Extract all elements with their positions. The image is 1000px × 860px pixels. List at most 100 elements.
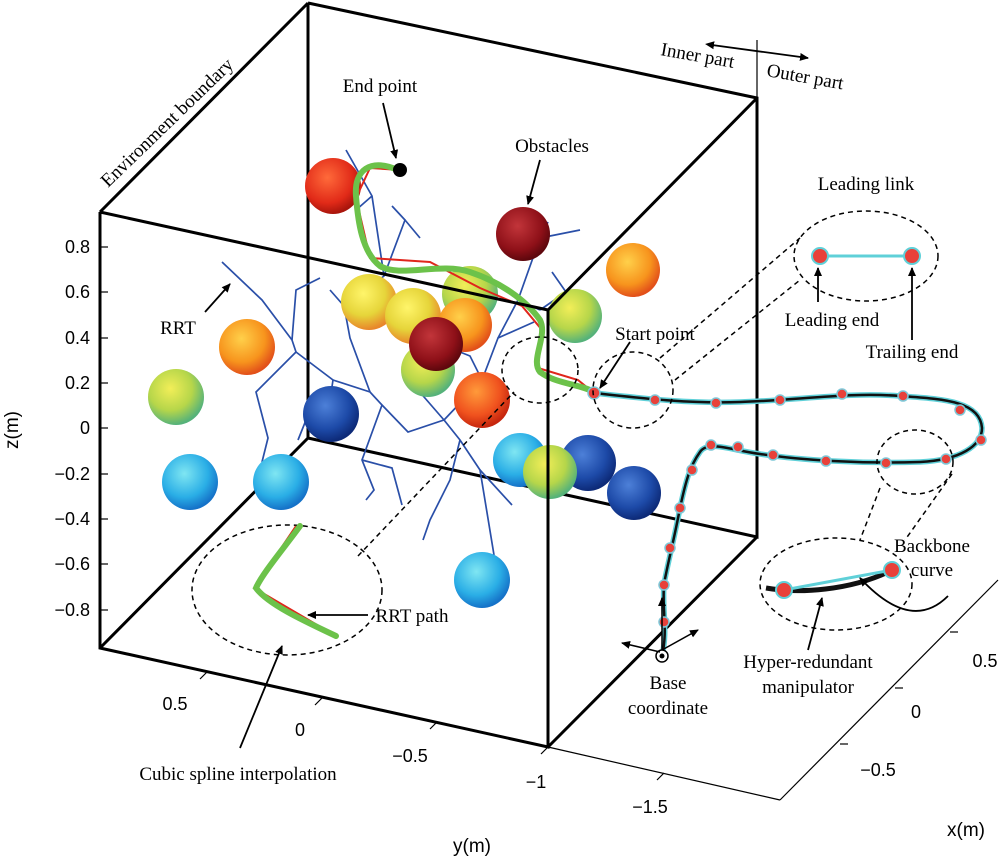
y-tick xyxy=(199,671,208,680)
x-tick-label: −0.5 xyxy=(860,760,896,780)
label-trailing-end: Trailing end xyxy=(866,342,959,363)
base-marker-dot xyxy=(659,653,665,659)
joint xyxy=(975,434,987,446)
inset-spline-path xyxy=(252,523,339,639)
label-obstacles: Obstacles xyxy=(515,136,589,157)
arrow-hyper-redundant xyxy=(807,597,824,651)
arrow-obstacles xyxy=(526,159,541,205)
joint xyxy=(820,455,832,467)
base-coordinate-arrows xyxy=(621,597,699,653)
environment-box-front xyxy=(98,96,759,749)
manipulator-body xyxy=(592,391,984,658)
joint xyxy=(674,502,686,514)
base-arrow-right xyxy=(661,629,699,651)
obstacle-sphere xyxy=(523,445,577,499)
box-edge-bottom-right xyxy=(546,535,759,749)
rrt-branch xyxy=(422,439,461,541)
y-axis xyxy=(199,671,665,781)
trailing-end-joint xyxy=(903,247,921,265)
manipulator-outline xyxy=(591,390,985,659)
obstacle-sphere xyxy=(454,372,510,428)
y-axis-label: y(m) xyxy=(453,836,491,857)
label-start-point: Start point xyxy=(615,324,695,345)
label-leading-link: Leading link xyxy=(818,174,915,195)
zoom-ellipses xyxy=(191,210,954,656)
annotation-arrows xyxy=(204,40,949,749)
obstacle-sphere xyxy=(162,454,218,510)
joint xyxy=(686,464,698,476)
x-tick-labels: 0.5 0 −0.5 xyxy=(860,651,997,780)
label-base-coordinate-2: coordinate xyxy=(628,698,708,719)
end-point-marker xyxy=(393,163,407,177)
obstacle-sphere xyxy=(607,466,661,520)
y-tick xyxy=(540,746,549,755)
joint xyxy=(954,404,966,416)
x-axis xyxy=(840,631,958,745)
arrow-inner-outer xyxy=(705,41,809,61)
joint xyxy=(710,397,722,409)
rrt-branch xyxy=(404,219,421,239)
obstacle-sphere xyxy=(606,243,660,297)
arrow-backbone-curve xyxy=(859,577,949,612)
y-tick-label: 0.5 xyxy=(162,694,187,714)
joint xyxy=(649,394,661,406)
backbone-joint xyxy=(775,581,793,599)
label-rrt: RRT xyxy=(160,318,196,339)
rrt-branch xyxy=(361,404,383,501)
ellipse-leading-link xyxy=(793,210,939,302)
label-hyper-redundant-2: manipulator xyxy=(762,677,854,698)
z-tick-label: 0.8 xyxy=(65,237,90,257)
z-tick-labels: 0.8 0.6 0.4 0.2 0 −0.2 −0.4 −0.6 −0.8 xyxy=(54,237,90,620)
label-cubic-spline: Cubic spline interpolation xyxy=(139,764,337,785)
z-tick-label: −0.8 xyxy=(54,600,90,620)
spline-path-line xyxy=(352,162,597,395)
ellipse-backbone-detail xyxy=(759,537,913,631)
annotation-labels: Environment boundary End point Obstacles… xyxy=(97,39,970,785)
joint xyxy=(897,390,909,402)
z-tick-label: −0.6 xyxy=(54,554,90,574)
y-tick-labels: 0.5 0 −0.5 −1 −1.5 xyxy=(162,694,667,817)
z-tick-label: 0 xyxy=(80,418,90,438)
label-outer-part: Outer part xyxy=(765,60,846,94)
joint xyxy=(658,616,670,628)
box-edge-top-right xyxy=(546,96,759,312)
rrt-path-line xyxy=(354,166,595,394)
obstacle-sphere xyxy=(305,158,361,214)
arrow-start-point xyxy=(599,341,631,389)
ellipse-rrt-detail xyxy=(191,524,383,656)
rrt-branch xyxy=(329,289,371,393)
obstacle-sphere xyxy=(548,289,602,343)
obstacle-sphere xyxy=(341,274,397,330)
obstacle-sphere xyxy=(303,386,359,442)
z-axis-label: z(m) xyxy=(2,411,23,449)
y-tick xyxy=(429,721,438,730)
obstacle-sphere xyxy=(219,319,275,375)
backbone-inset xyxy=(765,561,901,599)
label-base-coordinate-1: Base xyxy=(650,673,687,694)
joint xyxy=(767,449,779,461)
x-tick-label: 0 xyxy=(911,702,921,722)
label-environment-boundary: Environment boundary xyxy=(97,54,238,192)
x-tick-label: 0.5 xyxy=(972,651,997,671)
y-tick-label: −1.5 xyxy=(632,797,668,817)
obstacle-sphere xyxy=(496,207,550,261)
box-edge-top-left xyxy=(98,1,310,214)
z-axis xyxy=(100,246,108,611)
ellipse-backbone-source xyxy=(876,429,954,495)
connector-dashed xyxy=(904,473,953,541)
manipulator xyxy=(587,386,987,663)
label-backbone-curve-2: curve xyxy=(911,560,953,581)
z-tick-label: 0.2 xyxy=(65,373,90,393)
rrt-branch xyxy=(332,379,495,556)
label-leading-end: Leading end xyxy=(785,310,880,331)
joint xyxy=(587,386,601,400)
obstacle-sphere xyxy=(409,317,463,371)
joint xyxy=(658,579,670,591)
ellipse-start-point xyxy=(592,351,674,429)
arrow-rrt xyxy=(204,283,231,313)
obstacles xyxy=(148,158,661,608)
y-tick-label: 0 xyxy=(295,720,305,740)
joint xyxy=(940,453,952,465)
